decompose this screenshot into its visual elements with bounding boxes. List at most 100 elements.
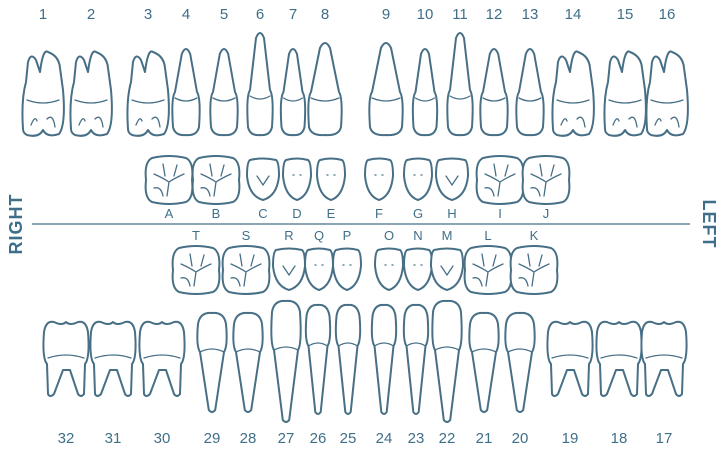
tooth-m-label: M	[442, 228, 453, 243]
tooth-8[interactable]: 8	[308, 6, 341, 135]
tooth-25[interactable]: 25	[336, 305, 360, 447]
tooth-5-outline	[210, 49, 237, 135]
tooth-p[interactable]: P	[333, 228, 361, 290]
tooth-6[interactable]: 6	[247, 6, 272, 135]
tooth-15-outline	[604, 51, 645, 135]
tooth-4-outline	[172, 49, 199, 135]
tooth-P-outline	[333, 249, 361, 291]
tooth-s[interactable]: S	[223, 228, 270, 294]
tooth-e[interactable]: E	[317, 159, 345, 222]
tooth-14[interactable]: 14	[552, 6, 593, 136]
tooth-7-label: 7	[289, 6, 297, 23]
tooth-29[interactable]: 29	[197, 313, 226, 447]
tooth-19-label: 19	[562, 430, 579, 447]
tooth-c[interactable]: C	[247, 159, 279, 222]
tooth-Q-outline	[305, 249, 333, 291]
tooth-17-outline	[641, 322, 686, 396]
tooth-i[interactable]: I	[477, 156, 524, 221]
tooth-26[interactable]: 26	[306, 305, 330, 447]
tooth-b[interactable]: B	[193, 156, 240, 221]
tooth-15[interactable]: 15	[604, 6, 645, 136]
tooth-22-outline	[432, 301, 461, 422]
left-side-label: LEFT	[699, 200, 719, 249]
tooth-O-outline	[375, 249, 403, 291]
tooth-i-label: I	[498, 206, 502, 221]
tooth-5-label: 5	[220, 6, 228, 23]
tooth-17-label: 17	[656, 430, 673, 447]
tooth-9-label: 9	[382, 6, 390, 23]
tooth-j[interactable]: J	[523, 156, 570, 221]
tooth-d[interactable]: D	[283, 159, 311, 222]
tooth-20-label: 20	[512, 430, 529, 447]
tooth-8-label: 8	[321, 6, 329, 23]
tooth-27[interactable]: 27	[271, 301, 300, 447]
tooth-k[interactable]: K	[511, 228, 558, 294]
tooth-q[interactable]: Q	[305, 228, 333, 290]
tooth-16[interactable]: 16	[646, 6, 687, 136]
tooth-7-outline	[281, 49, 305, 135]
tooth-a-label: A	[165, 206, 174, 221]
tooth-t[interactable]: T	[173, 228, 220, 294]
tooth-12[interactable]: 12	[480, 6, 507, 135]
tooth-c-label: C	[258, 206, 267, 221]
tooth-4[interactable]: 4	[172, 6, 199, 135]
tooth-20-outline	[505, 313, 534, 412]
tooth-7[interactable]: 7	[281, 6, 305, 135]
tooth-32-label: 32	[58, 430, 75, 447]
tooth-p-label: P	[343, 228, 352, 243]
tooth-13[interactable]: 13	[516, 6, 543, 135]
tooth-6-outline	[247, 33, 272, 135]
tooth-e-label: E	[327, 206, 336, 221]
tooth-18[interactable]: 18	[596, 322, 641, 447]
tooth-12-label: 12	[486, 6, 503, 23]
tooth-f[interactable]: F	[365, 159, 393, 222]
tooth-21[interactable]: 21	[469, 313, 498, 447]
tooth-l[interactable]: L	[465, 228, 512, 294]
tooth-30[interactable]: 30	[139, 322, 184, 447]
tooth-32[interactable]: 32	[43, 322, 88, 447]
tooth-14-outline	[552, 51, 593, 135]
tooth-13-outline	[516, 49, 543, 135]
tooth-8-outline	[308, 43, 341, 135]
tooth-9-outline	[369, 43, 402, 135]
tooth-1[interactable]: 1	[22, 6, 63, 136]
tooth-16-outline	[646, 51, 687, 135]
tooth-5[interactable]: 5	[210, 6, 237, 135]
tooth-r[interactable]: R	[273, 228, 305, 290]
tooth-L-outline	[465, 246, 512, 294]
tooth-o[interactable]: O	[375, 228, 403, 290]
tooth-10[interactable]: 10	[413, 6, 437, 135]
tooth-2[interactable]: 2	[70, 6, 111, 136]
tooth-22[interactable]: 22	[432, 301, 461, 447]
tooth-31[interactable]: 31	[90, 322, 135, 447]
tooth-11[interactable]: 11	[447, 6, 472, 135]
tooth-10-label: 10	[417, 6, 434, 23]
tooth-9[interactable]: 9	[369, 6, 402, 135]
tooth-a[interactable]: A	[146, 156, 193, 221]
tooth-28[interactable]: 28	[233, 313, 262, 447]
tooth-15-label: 15	[617, 6, 634, 23]
tooth-18-label: 18	[611, 430, 628, 447]
lower-primary-teeth: T S RQP ONMLK	[173, 228, 558, 294]
tooth-13-label: 13	[522, 6, 539, 23]
tooth-K-outline	[511, 246, 558, 294]
tooth-h[interactable]: H	[436, 159, 468, 222]
tooth-19[interactable]: 19	[547, 322, 592, 447]
tooth-23[interactable]: 23	[404, 305, 428, 447]
tooth-25-outline	[336, 305, 360, 414]
tooth-20[interactable]: 20	[505, 313, 534, 447]
tooth-2-outline	[70, 51, 111, 135]
tooth-3[interactable]: 3	[127, 6, 168, 136]
tooth-g[interactable]: G	[404, 159, 432, 222]
tooth-1-outline	[22, 51, 63, 135]
tooth-11-label: 11	[452, 6, 468, 23]
tooth-s-label: S	[242, 228, 251, 243]
tooth-24[interactable]: 24	[372, 305, 396, 447]
tooth-6-label: 6	[256, 6, 264, 23]
tooth-23-label: 23	[408, 430, 425, 447]
tooth-m[interactable]: M	[431, 228, 463, 290]
tooth-17[interactable]: 17	[641, 322, 686, 447]
tooth-n[interactable]: N	[404, 228, 432, 290]
